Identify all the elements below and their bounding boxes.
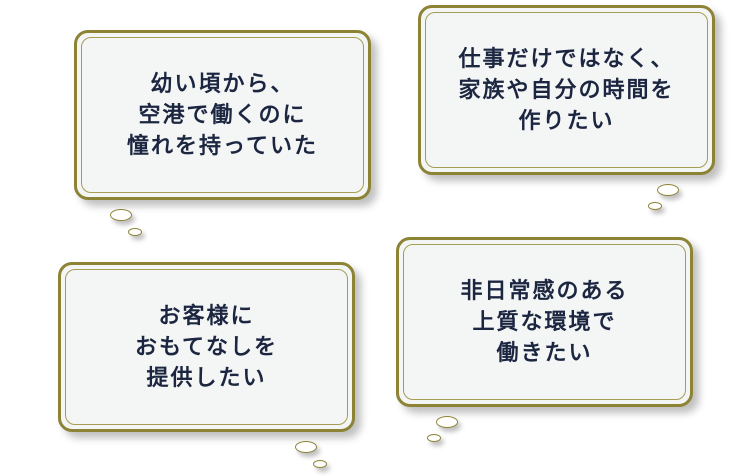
thought-bubble-1: 幼い頃から、空港で働くのに憧れを持っていた (74, 30, 371, 200)
thought-dot (313, 460, 327, 468)
text-line: 仕事だけではなく、 (458, 46, 675, 72)
thought-bubble-4: 非日常感のある上質な環境で働きたい (396, 237, 693, 407)
text-line: 空港で働くのに (138, 102, 307, 128)
thought-dot (648, 202, 662, 210)
bubble-text: 非日常感のある上質な環境で働きたい (460, 276, 628, 369)
thought-dot (657, 184, 679, 196)
text-line: 憧れを持っていた (127, 133, 318, 159)
text-line: 作りたい (518, 108, 615, 134)
thought-dot (110, 209, 132, 221)
text-line: 非日常感のある (460, 278, 629, 304)
thought-bubble-2: 仕事だけではなく、家族や自分の時間を作りたい (418, 5, 715, 175)
bubble-text: 仕事だけではなく、家族や自分の時間を作りたい (458, 44, 674, 137)
text-line: おもてなしを (134, 334, 279, 360)
text-line: 働きたい (496, 340, 593, 366)
text-line: 幼い頃から、 (150, 71, 295, 97)
thought-dot (436, 416, 458, 428)
text-line: 提供したい (146, 365, 267, 391)
text-line: 家族や自分の時間を (458, 77, 675, 103)
text-line: お客様に (158, 303, 255, 329)
thought-dot (295, 441, 317, 453)
thought-bubble-3: お客様におもてなしを提供したい (58, 262, 355, 432)
text-line: 上質な環境で (472, 309, 617, 335)
thought-dot (128, 228, 142, 236)
thought-dot (427, 434, 441, 442)
bubble-text: お客様におもてなしを提供したい (135, 301, 278, 394)
bubble-text: 幼い頃から、空港で働くのに憧れを持っていた (127, 69, 318, 162)
